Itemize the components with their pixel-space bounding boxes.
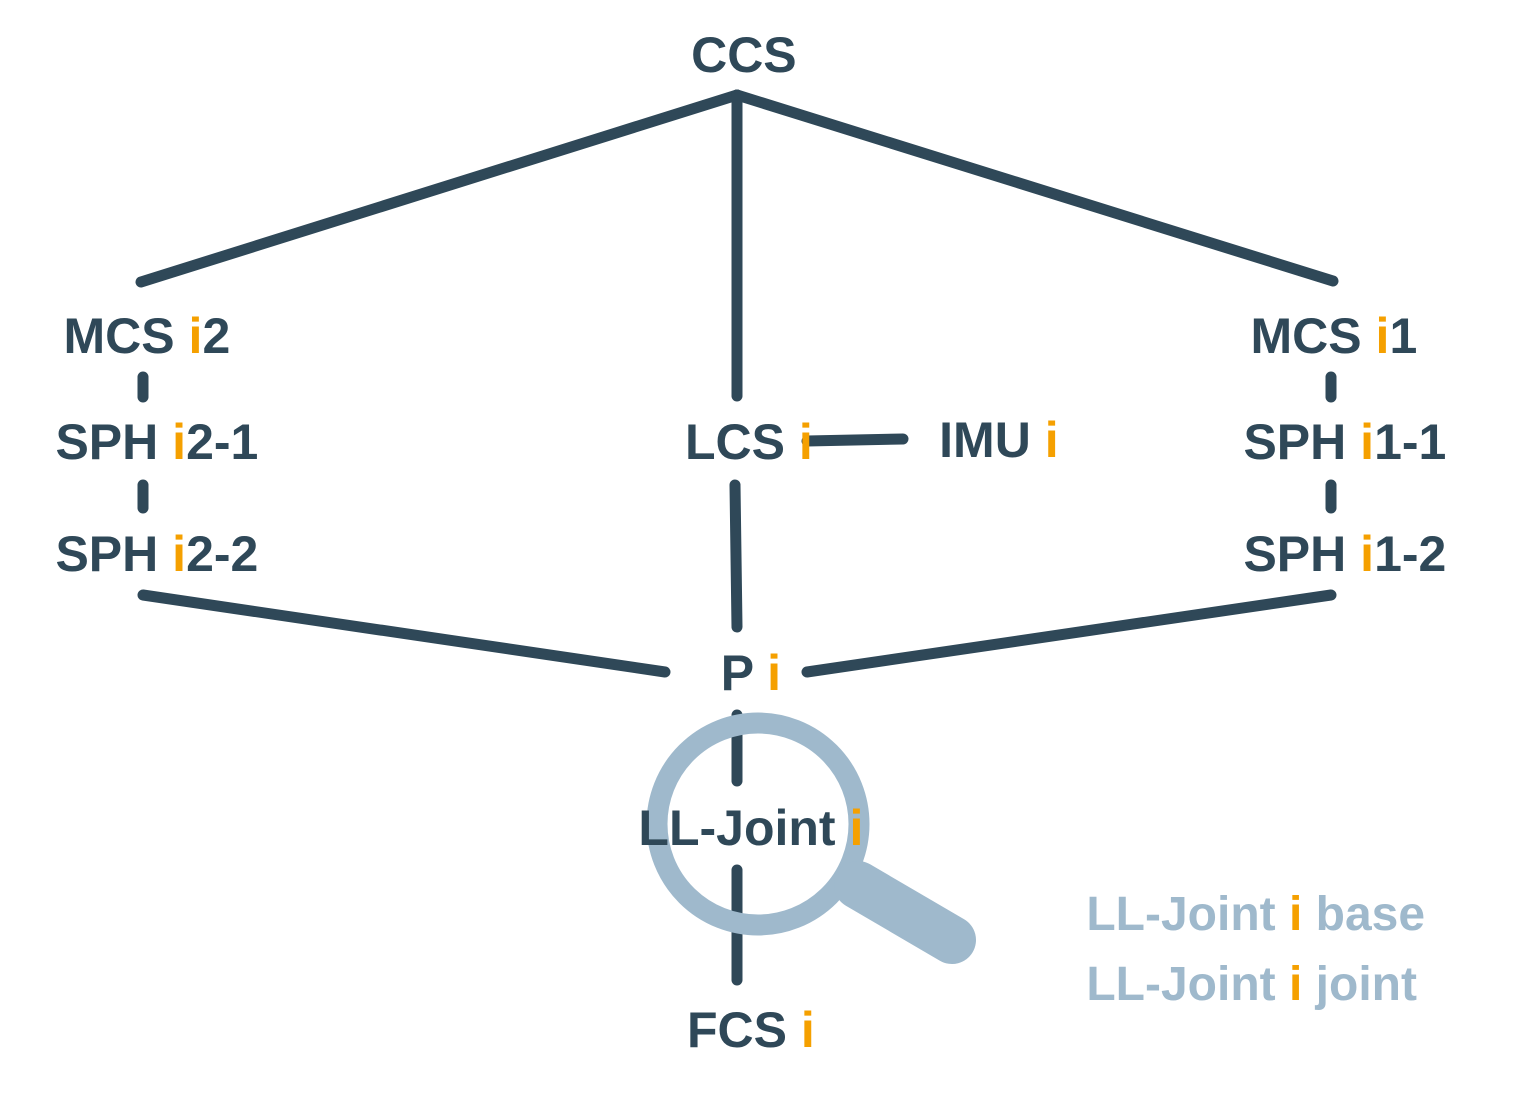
- magnifier-lens: [646, 712, 870, 936]
- edge-lcs-i-p-i: [729, 479, 743, 633]
- zoom-detail-labels: LL-Joint i base LL-Joint i joint: [993, 888, 1492, 1011]
- node-labels: CCS MCS i2 MCS i1 SPH i2-1 SPH i2-2 SPH …: [0, 27, 1516, 1058]
- edge-ccs-mcs-i1: [731, 89, 1339, 287]
- edge-sph-i2-2-p-i: [137, 589, 671, 678]
- zoom-item-ll-joint-i-base: LL-Joint i base: [993, 888, 1492, 941]
- node-mcs-i2: MCS i2: [0, 308, 300, 364]
- node-fcs-i: FCS i: [590, 1002, 885, 1058]
- node-sph-i1-1: SPH i1-1: [1146, 414, 1516, 470]
- node-lcs-i: LCS i: [588, 414, 883, 470]
- edge-ccs-mcs-i2: [135, 89, 743, 288]
- node-imu-i: IMU i: [842, 412, 1128, 468]
- magnifier-handle: [834, 861, 976, 964]
- edge-lcs-i-imu-i: [801, 433, 909, 447]
- node-ccs: CCS: [594, 27, 866, 83]
- node-mcs-i1: MCS i1: [1153, 308, 1486, 364]
- node-sph-i2-1: SPH i2-1: [0, 414, 328, 470]
- node-sph-i2-2: SPH i2-2: [0, 526, 328, 582]
- edge-sph-i1-2-p-i: [801, 589, 1337, 678]
- node-sph-i1-2: SPH i1-2: [1146, 526, 1516, 582]
- node-p-i: P i: [624, 645, 851, 701]
- zoom-item-ll-joint-i-joint: LL-Joint i joint: [993, 958, 1484, 1011]
- node-ll-joint-i: LL-Joint i: [541, 800, 933, 856]
- magnifier-icon: [646, 712, 976, 964]
